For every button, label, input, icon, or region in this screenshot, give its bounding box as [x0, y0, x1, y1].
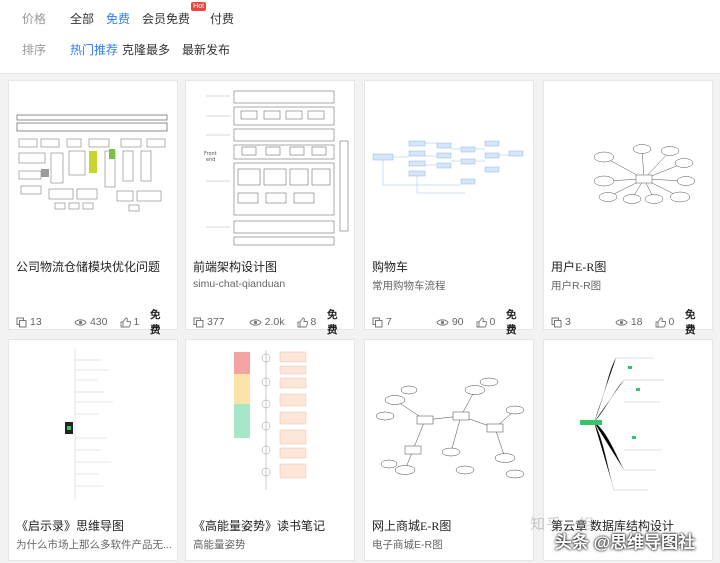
- sort-option-newest[interactable]: 最新发布: [182, 43, 231, 57]
- like-count-value: 0: [489, 316, 496, 328]
- price-option-paid[interactable]: 付费: [210, 12, 235, 26]
- view-count: 18: [593, 316, 643, 328]
- template-thumbnail: [186, 340, 354, 505]
- clone-icon: [16, 317, 27, 327]
- card-stats: 377 2.0k 8 免费: [193, 307, 347, 337]
- sort-option-most-cloned[interactable]: 克隆最多: [122, 43, 171, 57]
- card-title[interactable]: 用户E-R图: [551, 260, 607, 274]
- svg-text:end: end: [206, 157, 215, 163]
- clone-count: 3: [551, 316, 593, 328]
- card-description: simu-chat-qianduan: [193, 278, 286, 290]
- card-description: 为什么市场上那么多软件产品无...: [16, 539, 172, 551]
- template-card-7[interactable]: 网上商城E-R图 电子商城E-R图: [364, 339, 534, 561]
- card-title[interactable]: 《高能量姿势》读书笔记: [193, 519, 326, 533]
- price-option-free[interactable]: 免费: [106, 12, 131, 26]
- card-title[interactable]: 公司物流仓储模块优化问题: [16, 260, 161, 274]
- card-description: 高能量姿势: [193, 539, 246, 551]
- clone-icon: [551, 317, 562, 327]
- card-stats: 7 90 0 免费: [372, 307, 526, 337]
- template-card-6[interactable]: 《高能量姿势》读书笔记 高能量姿势: [185, 339, 355, 561]
- price-tag: 免费: [150, 309, 161, 336]
- thumbs-up-icon: [297, 317, 308, 327]
- price-tag: 免费: [685, 309, 696, 336]
- price-tag: 免费: [506, 309, 517, 336]
- card-description: 用户R-R图: [551, 280, 602, 292]
- price-option-member-free-label: 会员免费: [142, 12, 191, 26]
- card-title[interactable]: 网上商城E-R图: [372, 519, 452, 533]
- view-count: 2.0k: [235, 316, 285, 328]
- watermark: 头条 @思维导图社: [554, 532, 696, 552]
- eye-icon: [615, 318, 628, 326]
- view-count-value: 90: [451, 316, 464, 328]
- like-count-value: 1: [133, 316, 140, 328]
- template-card-3[interactable]: 购物车 常用购物车流程 7 90 0 免费: [364, 80, 534, 336]
- card-stats: 13 430 1 免费: [16, 307, 170, 337]
- card-stats: 3 18 0 免费: [551, 307, 705, 337]
- sort-filter-row: 排序 热门推荐 克隆最多 最新发布: [22, 41, 242, 58]
- clone-count-value: 7: [386, 316, 392, 328]
- card-description: 电子商城E-R图: [372, 539, 443, 551]
- like-count[interactable]: 1: [120, 316, 151, 328]
- template-thumbnail: [544, 340, 712, 505]
- view-count-value: 2.0k: [264, 316, 285, 328]
- template-card-5[interactable]: 《启示录》思维导图 为什么市场上那么多软件产品无...: [8, 339, 178, 561]
- price-option-all[interactable]: 全部: [70, 12, 95, 26]
- template-thumbnail: [365, 340, 533, 505]
- clone-count: 7: [372, 316, 414, 328]
- card-title[interactable]: 前端架构设计图: [193, 260, 278, 274]
- clone-count: 377: [193, 316, 235, 328]
- like-count[interactable]: 0: [655, 316, 686, 328]
- svg-text:Front: Front: [204, 151, 217, 157]
- clone-icon: [193, 317, 204, 327]
- price-label: 价格: [22, 12, 47, 26]
- card-title[interactable]: 第云章 数据库结构设计: [551, 519, 675, 533]
- template-thumbnail: [9, 81, 177, 246]
- view-count-value: 430: [89, 316, 108, 328]
- like-count[interactable]: 0: [476, 316, 507, 328]
- clone-icon: [372, 317, 383, 327]
- clone-count: 13: [16, 316, 58, 328]
- eye-icon: [74, 318, 87, 326]
- thumbs-up-icon: [476, 317, 487, 327]
- eye-icon: [249, 318, 262, 326]
- template-card-8[interactable]: 第云章 数据库结构设计: [543, 339, 713, 561]
- clone-count-value: 13: [30, 316, 42, 328]
- watermark-faint: 知乎 · 相: [530, 516, 595, 533]
- like-count-value: 0: [668, 316, 675, 328]
- like-count[interactable]: 8: [297, 316, 328, 328]
- sort-label: 排序: [22, 43, 47, 57]
- card-title[interactable]: 购物车: [372, 260, 409, 274]
- template-card-1[interactable]: 公司物流仓储模块优化问题 13 430 1 免费: [8, 80, 178, 336]
- eye-icon: [436, 318, 449, 326]
- clone-count-value: 3: [565, 316, 571, 328]
- sort-option-hot[interactable]: 热门推荐: [70, 43, 119, 57]
- clone-count-value: 377: [207, 316, 225, 328]
- template-thumbnail: [544, 81, 712, 246]
- view-count: 430: [58, 316, 108, 328]
- template-thumbnail: [9, 340, 177, 505]
- template-card-4[interactable]: 用户E-R图 用户R-R图 3 18 0 免费: [543, 80, 713, 336]
- template-thumbnail: [365, 81, 533, 246]
- like-count-value: 8: [310, 316, 317, 328]
- thumbs-up-icon: [655, 317, 666, 327]
- hot-badge: Hot: [191, 2, 207, 11]
- card-description: 常用购物车流程: [372, 280, 446, 292]
- view-count: 90: [414, 316, 464, 328]
- thumbs-up-icon: [120, 317, 131, 327]
- view-count-value: 18: [630, 316, 643, 328]
- card-title[interactable]: 《启示录》思维导图: [16, 519, 125, 533]
- price-tag: 免费: [327, 309, 338, 336]
